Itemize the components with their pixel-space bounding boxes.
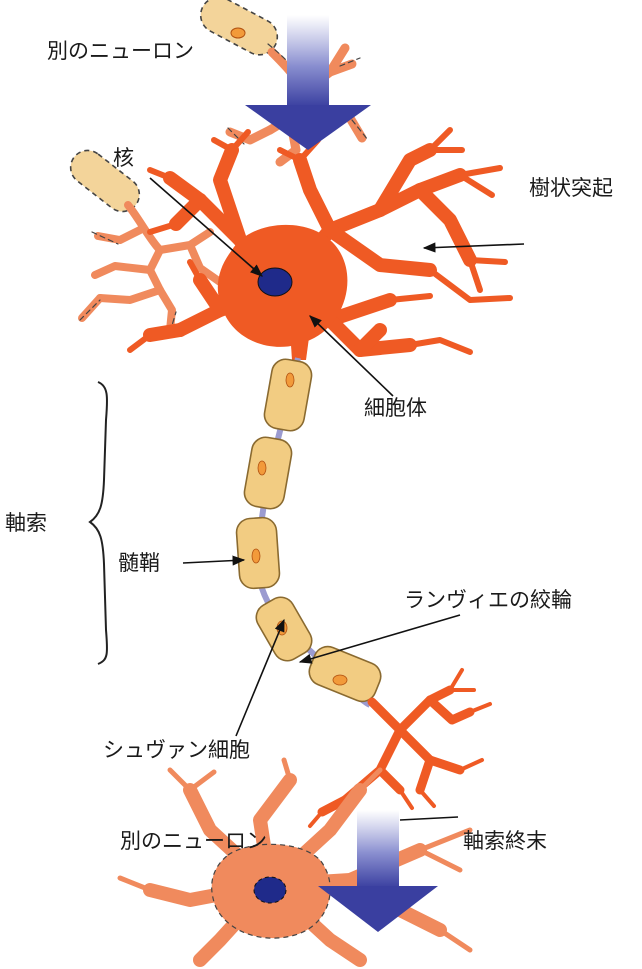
other-neuron-left-axon — [64, 144, 220, 332]
label-axon-terminal: 軸索終末 — [463, 829, 547, 853]
label-node-of-ranvier: ランヴィエの絞輪 — [404, 588, 572, 612]
axon-brace — [90, 382, 107, 664]
label-dendrites: 樹状突起 — [529, 176, 613, 200]
label-other-neuron-top: 別のニューロン — [47, 39, 194, 63]
myelin-segment — [242, 435, 294, 511]
pointer-axon-terminal — [400, 817, 458, 820]
axon-terminal — [310, 670, 490, 826]
label-cell-body: 細胞体 — [364, 396, 427, 420]
label-axon: 軸索 — [5, 511, 47, 535]
label-schwann-cell: シュヴァン細胞 — [103, 738, 250, 762]
label-myelin-sheath: 髄鞘 — [118, 551, 160, 575]
nucleus-shape — [258, 268, 292, 296]
pointer-myelin — [183, 560, 244, 563]
myelin-segment — [262, 357, 314, 433]
label-nucleus: 核 — [113, 146, 134, 170]
label-other-neuron-bottom: 別のニューロン — [120, 829, 267, 853]
pointer-dendrites — [424, 244, 524, 248]
other-neuron-top-axon — [194, 0, 368, 162]
axon — [236, 357, 385, 706]
pointer-ranvier — [300, 615, 460, 662]
pointer-schwann — [236, 620, 284, 736]
myelin-segment — [305, 642, 385, 705]
